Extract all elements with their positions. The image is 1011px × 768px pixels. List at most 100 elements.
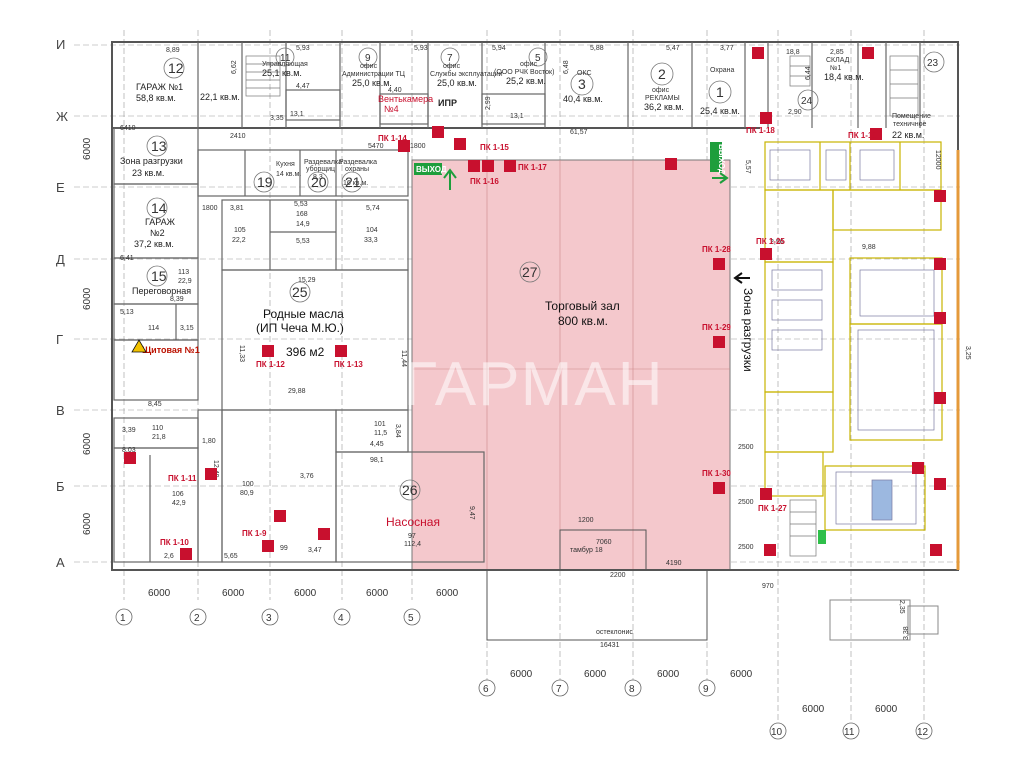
svg-text:8,39: 8,39: [170, 296, 184, 303]
alarm-icon: [274, 510, 286, 522]
svg-text:5,74: 5,74: [366, 205, 380, 212]
svg-text:11,44: 11,44: [400, 350, 407, 367]
col-span-dims: 6000 6000 6000 6000 6000 6000 6000 6000 …: [148, 588, 898, 715]
svg-text:2410: 2410: [230, 133, 246, 140]
svg-text:1800: 1800: [202, 205, 218, 212]
col-axis-numbers: 1 2 3 4 5 6 7 8 9 10 11 12: [120, 613, 929, 738]
svg-text:14,9: 14,9: [296, 221, 310, 228]
svg-text:22,2: 22,2: [232, 237, 246, 244]
svg-text:ПК 1-27: ПК 1-27: [758, 504, 787, 513]
axis-row-B: Б: [56, 479, 65, 494]
svg-text:1,80: 1,80: [202, 438, 216, 445]
alarm-icon: [930, 544, 942, 556]
svg-text:13,1: 13,1: [510, 113, 524, 120]
svg-text:5,13: 5,13: [120, 309, 134, 316]
axis-row-Zh: Ж: [56, 109, 68, 124]
hydrant-icon: [398, 140, 410, 152]
alarm-icon: [124, 452, 136, 464]
svg-text:98,1: 98,1: [370, 457, 384, 464]
hydrant-icon: [262, 540, 274, 552]
svg-text:охраны: охраны: [345, 166, 369, 173]
axis-row-G: Г: [56, 332, 63, 347]
svg-text:Администрации ТЦ: Администрации ТЦ: [342, 71, 406, 78]
svg-text:80,9: 80,9: [240, 490, 254, 497]
svg-text:21,8: 21,8: [152, 434, 166, 441]
svg-text:5: 5: [535, 53, 541, 64]
svg-text:6000: 6000: [510, 669, 533, 680]
svg-text:Кухня: Кухня: [276, 161, 295, 168]
svg-text:24: 24: [801, 96, 813, 107]
axis-row-D: Д: [56, 252, 65, 267]
svg-text:14: 14: [151, 200, 167, 216]
svg-text:8,03: 8,03: [122, 447, 136, 454]
svg-text:1200: 1200: [578, 517, 594, 524]
alarm-icon: [934, 478, 946, 490]
axis-col-11: 11: [844, 727, 855, 738]
svg-text:21: 21: [345, 174, 361, 190]
svg-text:Щитовая №1: Щитовая №1: [142, 345, 200, 355]
axis-col-7: 7: [556, 684, 562, 695]
axis-row-E: Е: [56, 180, 65, 195]
svg-text:5,53: 5,53: [296, 238, 310, 245]
svg-text:2,56: 2,56: [770, 239, 784, 246]
svg-text:6,48: 6,48: [563, 60, 570, 74]
pump-room-title: Насосная: [386, 515, 440, 529]
svg-text:3,25: 3,25: [964, 346, 971, 360]
dimension-texts: 8,89 5,93 5,93 5,94 5,88 5,47 3,77 18,8 …: [120, 45, 971, 649]
svg-text:ПК 1-30: ПК 1-30: [702, 469, 731, 478]
svg-text:Зона разгрузки: Зона разгрузки: [120, 156, 183, 166]
svg-text:104: 104: [366, 227, 378, 234]
svg-text:8,3: 8,3: [313, 174, 323, 181]
hydrant-icon: [180, 548, 192, 560]
svg-text:5,53: 5,53: [294, 201, 308, 208]
svg-text:25,0 кв.м.: 25,0 кв.м.: [352, 78, 392, 88]
svg-text:5,65: 5,65: [224, 553, 238, 560]
exit-sign-1: ВЫХОД: [416, 165, 447, 174]
svg-text:ПК 1-17: ПК 1-17: [518, 163, 547, 172]
svg-text:5,93: 5,93: [296, 45, 310, 52]
room-numbers: 12 13 14 15 19 20 21 25 26 27 11 9 7 5 3…: [151, 53, 939, 498]
hydrant-icon: [912, 462, 924, 474]
trading-hall-inner-lines: [412, 160, 730, 570]
room-number-circles: [146, 47, 945, 501]
warning-icon: [131, 339, 147, 353]
svg-text:Службы эксплуатации: Службы эксплуатации: [430, 70, 503, 78]
exit-sign-2: ВЫХОД: [717, 144, 726, 175]
hydrant-icon: [713, 482, 725, 494]
svg-text:6000: 6000: [436, 588, 459, 599]
row-span-dims: 6000 6000 6000 6000: [82, 137, 93, 535]
exit-arrow-up-icon: [443, 168, 457, 190]
svg-text:29,88: 29,88: [288, 388, 306, 395]
fire-alarm-markers: [124, 47, 946, 556]
axis-col-10: 10: [771, 727, 783, 738]
row-axis-labels: И Ж Е Д Г В Б А: [56, 37, 68, 570]
rodnye-title-1: Родные масла: [263, 307, 344, 321]
svg-text:6000: 6000: [657, 669, 680, 680]
svg-text:2,85: 2,85: [830, 49, 844, 56]
svg-text:ПК 1-28: ПК 1-28: [702, 245, 731, 254]
svg-text:(ООО РЧК Восток): (ООО РЧК Восток): [494, 69, 554, 76]
svg-text:2500: 2500: [738, 499, 754, 506]
hydrant-icon: [713, 258, 725, 270]
svg-text:3,77: 3,77: [720, 45, 734, 52]
svg-text:6000: 6000: [366, 588, 389, 599]
svg-text:7060: 7060: [596, 539, 612, 546]
svg-text:офис: офис: [520, 61, 538, 68]
hydrant-icon: [504, 160, 516, 172]
exit-arrow-right-icon: [712, 172, 729, 184]
alarm-icon: [934, 258, 946, 270]
axis-row-I: И: [56, 37, 65, 52]
svg-text:8,89: 8,89: [166, 47, 180, 54]
svg-text:Раздевалка: Раздевалка: [339, 159, 377, 166]
svg-text:ПК 1-11: ПК 1-11: [168, 474, 197, 483]
svg-text:3,38: 3,38: [903, 626, 910, 640]
row-span-dim: 6000: [82, 432, 93, 455]
svg-text:6,44: 6,44: [805, 66, 812, 80]
svg-text:9: 9: [365, 53, 371, 64]
row-span-dim: 6000: [82, 512, 93, 535]
svg-text:105: 105: [234, 227, 246, 234]
svg-text:тамбур 18: тамбур 18: [570, 546, 603, 554]
hydrant-icon: [482, 160, 494, 172]
svg-text:25,2 кв.м.: 25,2 кв.м.: [506, 76, 546, 86]
svg-text:42,9: 42,9: [172, 500, 186, 507]
